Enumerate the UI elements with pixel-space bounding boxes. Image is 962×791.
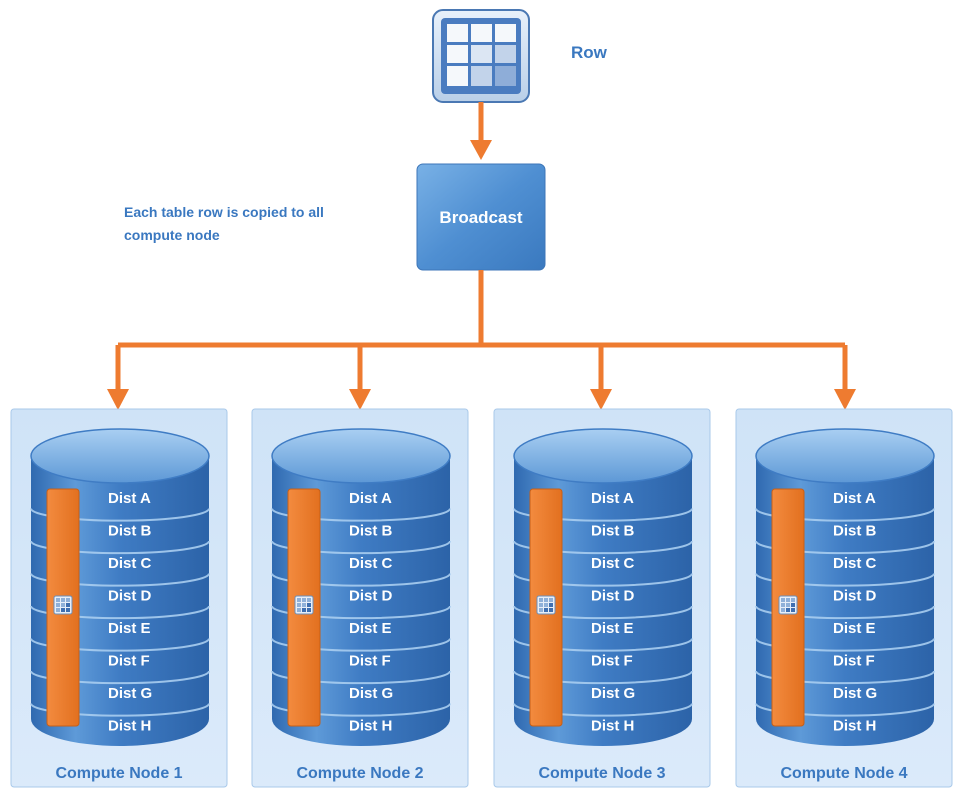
distribution-label: Dist B (833, 523, 877, 540)
distribution-label: Dist H (833, 718, 876, 735)
distribution-label: Dist F (833, 653, 875, 670)
distribution-label: Dist A (591, 490, 634, 507)
distribution-label: Dist H (108, 718, 151, 735)
distribution-label: Dist H (591, 718, 634, 735)
distribution-label: Dist G (833, 685, 877, 702)
distribution-label: Dist D (591, 588, 635, 605)
distribution-label: Dist E (833, 620, 876, 637)
annotation-line-2: compute node (124, 227, 220, 243)
table-grid-icon (294, 595, 314, 615)
distribution-label: Dist G (349, 685, 393, 702)
distribution-label: Dist A (108, 490, 151, 507)
distribution-label: Dist B (591, 523, 635, 540)
bus-to-node-arrow (590, 345, 612, 410)
distribution-label: Dist D (349, 588, 393, 605)
distribution-label: Dist C (833, 555, 877, 572)
table-grid-icon (432, 9, 530, 103)
bus-to-node-arrow (834, 345, 856, 410)
table-grid-icon (53, 595, 73, 615)
distribution-label: Dist G (108, 685, 152, 702)
distribution-label: Dist C (591, 555, 635, 572)
distribution-label: Dist F (108, 653, 150, 670)
row-to-broadcast-arrow (470, 102, 492, 160)
compute-node-label: Compute Node 2 (296, 765, 423, 782)
compute-node-1: Dist A Dist B Dist C Dist D Dist E Dist F Dist… (10, 345, 228, 788)
distribution-label: Dist E (108, 620, 151, 637)
distribution-label: Dist A (349, 490, 392, 507)
distribution-label: Dist B (349, 523, 393, 540)
table-grid-icon (536, 595, 556, 615)
distribution-label: Dist C (108, 555, 152, 572)
bus-to-node-arrow (107, 345, 129, 410)
distribution-label: Dist D (833, 588, 877, 605)
compute-node-4: Dist A Dist B Dist C Dist D Dist E Dist F Dist… (735, 345, 953, 788)
distribution-label: Dist C (349, 555, 393, 572)
compute-nodes: Dist A Dist B Dist C Dist D Dist E Dist F Dist… (10, 345, 953, 788)
annotation-line-1: Each table row is copied to all (124, 204, 324, 220)
compute-node-label: Compute Node 3 (538, 765, 665, 782)
distribution-label: Dist F (591, 653, 633, 670)
compute-node-label: Compute Node 1 (55, 765, 182, 782)
broadcast-label: Broadcast (439, 208, 522, 227)
broadcast-bus (118, 270, 845, 348)
distribution-label: Dist B (108, 523, 152, 540)
distribution-label: Dist A (833, 490, 876, 507)
distribution-label: Dist G (591, 685, 635, 702)
row-label: Row (571, 43, 608, 62)
compute-node-3: Dist A Dist B Dist C Dist D Dist E Dist F Dist… (493, 345, 711, 788)
compute-node-2: Dist A Dist B Dist C Dist D Dist E Dist F Dist… (251, 345, 469, 788)
distribution-label: Dist E (591, 620, 634, 637)
table-grid-icon (778, 595, 798, 615)
compute-node-label: Compute Node 4 (780, 765, 907, 782)
distribution-label: Dist H (349, 718, 392, 735)
distribution-label: Dist D (108, 588, 152, 605)
bus-to-node-arrow (349, 345, 371, 410)
distribution-label: Dist F (349, 653, 391, 670)
distribution-label: Dist E (349, 620, 392, 637)
